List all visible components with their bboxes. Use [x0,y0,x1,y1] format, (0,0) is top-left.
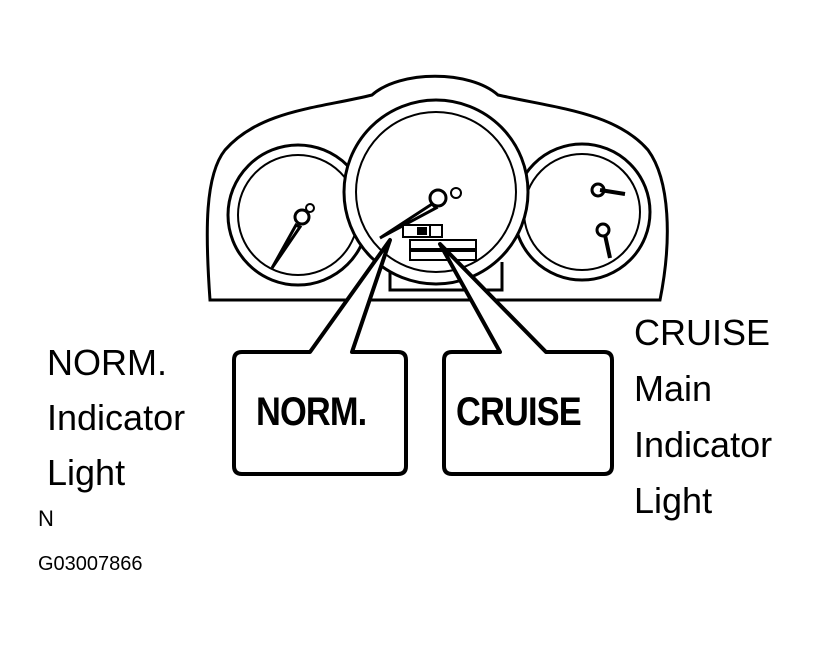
cruise-main-indicator-label-line-4: Light [634,480,713,521]
norm-callout-frame [232,238,408,476]
cruise-main-indicator-label-line-1: CRUISE [634,312,771,353]
cluster-bottom-plate [388,262,504,292]
cruise-main-indicator-label-line-3: Indicator [634,424,773,465]
cluster-housing [205,74,669,302]
cruise-indicator-box [429,224,443,238]
right-gauge-lower-needle [603,234,612,259]
cruise-callout-frame [438,242,614,476]
norm-indicator-label-line-2: Indicator [47,397,186,438]
cruise-main-indicator-label-line-2: Main [634,368,713,409]
right-gauge-upper-needle [599,188,626,196]
norm-indicator-label-line-1: NORM. [47,342,167,383]
figure-letter: N [38,506,54,531]
center-gauge [342,98,530,286]
cruise-callout-label: CRUISE [456,390,582,434]
figure-code: G03007866 [38,553,143,575]
left-gauge-needle [270,223,303,269]
norm-indicator-lamp [417,227,427,235]
norm-indicator-label-line-3: Light [47,452,126,493]
norm-callout-label: NORM. [256,390,367,434]
right-gauge [512,142,652,282]
